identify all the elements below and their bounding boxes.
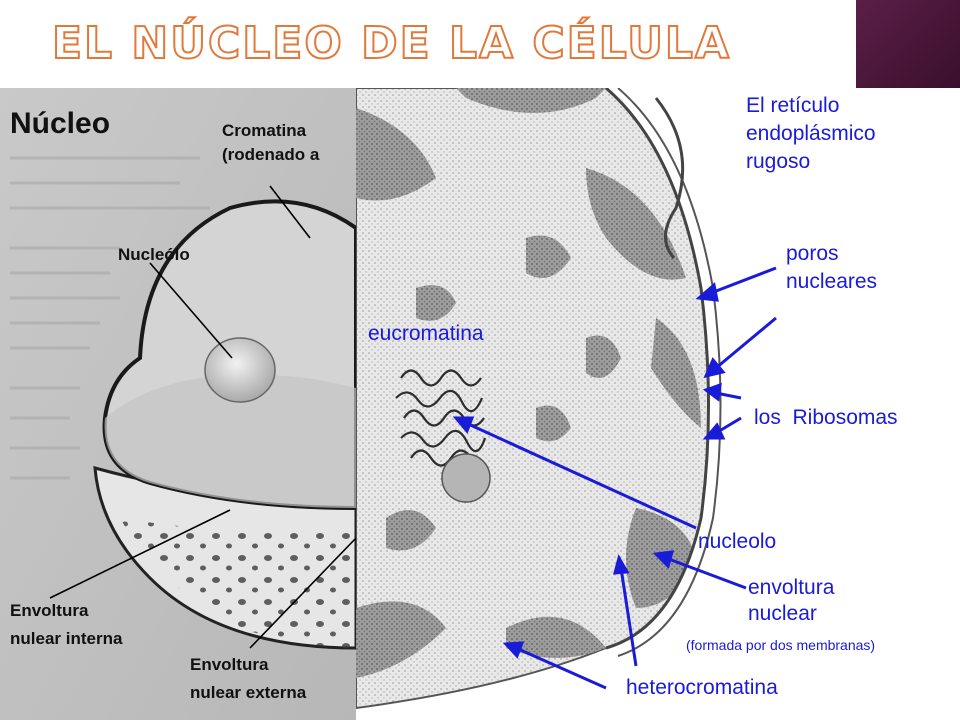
nucleolus-sphere [204,337,276,403]
nucleus-inner-wall [104,374,356,508]
label-reticulo-1: El retículo [746,94,839,117]
label-reticulo-3: rugoso [746,150,810,173]
label-envoltura-2: nuclear [748,602,817,625]
decorative-corner-block [856,0,960,88]
membrane-pores-band [120,518,356,648]
label-envoltura-1: envoltura [748,576,835,599]
nucleus-micrograph-diagram: El retículo endoplásmico rugoso poros nu… [356,88,960,720]
label-envoltura-externa: Envoltura [190,655,269,674]
label-poros-2: nucleares [786,270,877,293]
label-envoltura-externa-2: nulear externa [190,683,307,702]
label-ribosomas: los Ribosomas [754,406,898,429]
nucleus-heading: Núcleo [10,107,110,140]
label-nucleolo-left: Nucleólo [118,245,190,264]
label-envoltura-3: (formada por dos membranas) [686,637,875,653]
blue-pointer-arrows [452,266,777,690]
left-pointer-lines [49,185,356,649]
label-reticulo-2: endoplásmico [746,122,876,145]
label-envoltura-interna-2: nulear interna [10,629,123,648]
rough-er-strand [654,97,685,260]
nucleus-3d-illustration: Núcleo Cromatina (rodenado a Nucleólo En… [0,88,356,720]
label-nucleolo-right: nucleolo [698,530,776,553]
label-cromatina-note: (rodenado a [222,145,320,164]
page-title: EL NÚCLEO DE LA CÉLULA [51,17,732,70]
nucleolus-body [441,453,491,503]
label-envoltura-interna: Envoltura [10,601,89,620]
label-eucromatina: eucromatina [368,322,484,345]
label-cromatina: Cromatina [222,121,307,140]
label-poros-1: poros [786,242,839,265]
background-text-texture [10,156,210,480]
label-heterocromatina: heterocromatina [626,676,778,699]
